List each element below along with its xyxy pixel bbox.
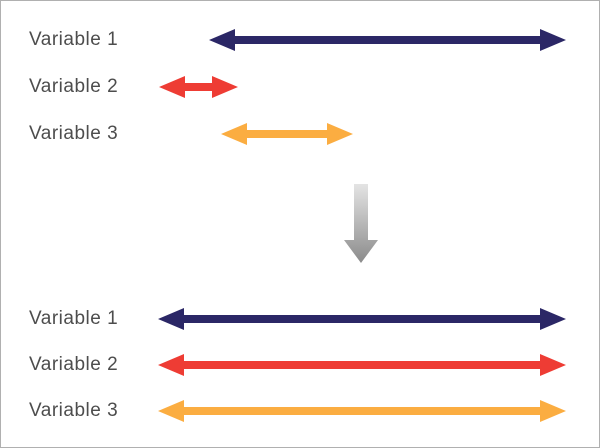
variable-1-label-before: Variable 1 <box>29 29 119 50</box>
variable-2-label-before: Variable 2 <box>29 76 119 97</box>
variable-1-range-arrow-before <box>209 29 566 51</box>
variable-3-range-arrow-after <box>158 400 566 422</box>
variable-3-label-before: Variable 3 <box>29 123 119 144</box>
variable-2-range-arrow-before <box>159 76 238 98</box>
variable-1-label-after: Variable 1 <box>29 308 119 329</box>
variable-1-range-arrow-after <box>158 308 566 330</box>
variable-3-range-arrow-before <box>221 123 353 145</box>
transform-down-arrow <box>344 184 378 263</box>
variable-3-label-after: Variable 3 <box>29 400 119 421</box>
variable-2-range-arrow-after <box>158 354 566 376</box>
variable-2-label-after: Variable 2 <box>29 354 119 375</box>
